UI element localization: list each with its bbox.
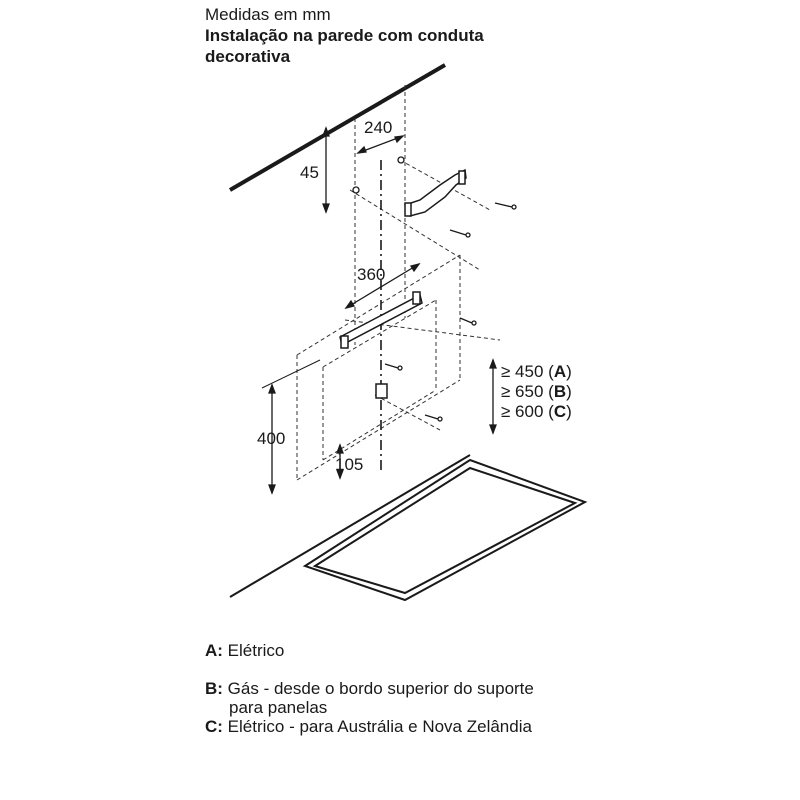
legend-key-c: C: [205,717,223,736]
installation-title: Instalação na parede com conduta [205,26,484,45]
dim-400-label: 400 [257,429,285,448]
legend-item-b: B: Gás - desde o bordo superior do supor… [205,679,534,698]
clearance-a: ≥ 450 (A) [501,362,572,381]
dim-45-label: 45 [300,163,319,182]
clearance-b: ≥ 650 (B) [501,382,572,401]
legend-item-a: A: Elétrico [205,641,534,660]
legend-item-c: C: Elétrico - para Austrália e Nova Zelâ… [205,717,534,736]
dim-105-label: 105 [335,455,363,474]
dim-clearance [489,358,497,435]
screws [352,156,517,422]
legend-text-a: Elétrico [222,641,285,660]
legend-text-b: Gás - desde o bordo superior do suporte [222,679,534,698]
dim-105: 105 [335,443,363,480]
legend-key-b: B: [205,679,223,698]
top-bracket [403,168,467,217]
small-bracket [375,383,388,399]
cooktop [229,454,588,602]
units-note: Medidas em mm [205,5,331,24]
dim-360: 360 [344,262,421,310]
dim-360-label: 360 [357,265,385,284]
ceiling-line [228,63,447,192]
reference-lines [344,85,501,431]
clearance-c: ≥ 600 (C) [501,402,572,421]
legend-key-a: A: [205,641,223,660]
installation-title-cont: decorativa [205,47,291,66]
dim-45: 45 [300,126,330,214]
dim-240-label: 240 [364,118,392,137]
dim-240: 240 [356,118,405,154]
legend: A: Elétrico B: Gás - desde o bordo super… [205,641,534,736]
diagram-header: Medidas em mm Instalação na parede com c… [205,4,484,67]
legend-text-c: Elétrico - para Austrália e Nova Zelândi… [222,717,532,736]
legend-text-b-cont: para panelas [229,698,328,717]
dim-400: 400 [257,359,321,495]
rail-bracket [339,291,423,349]
